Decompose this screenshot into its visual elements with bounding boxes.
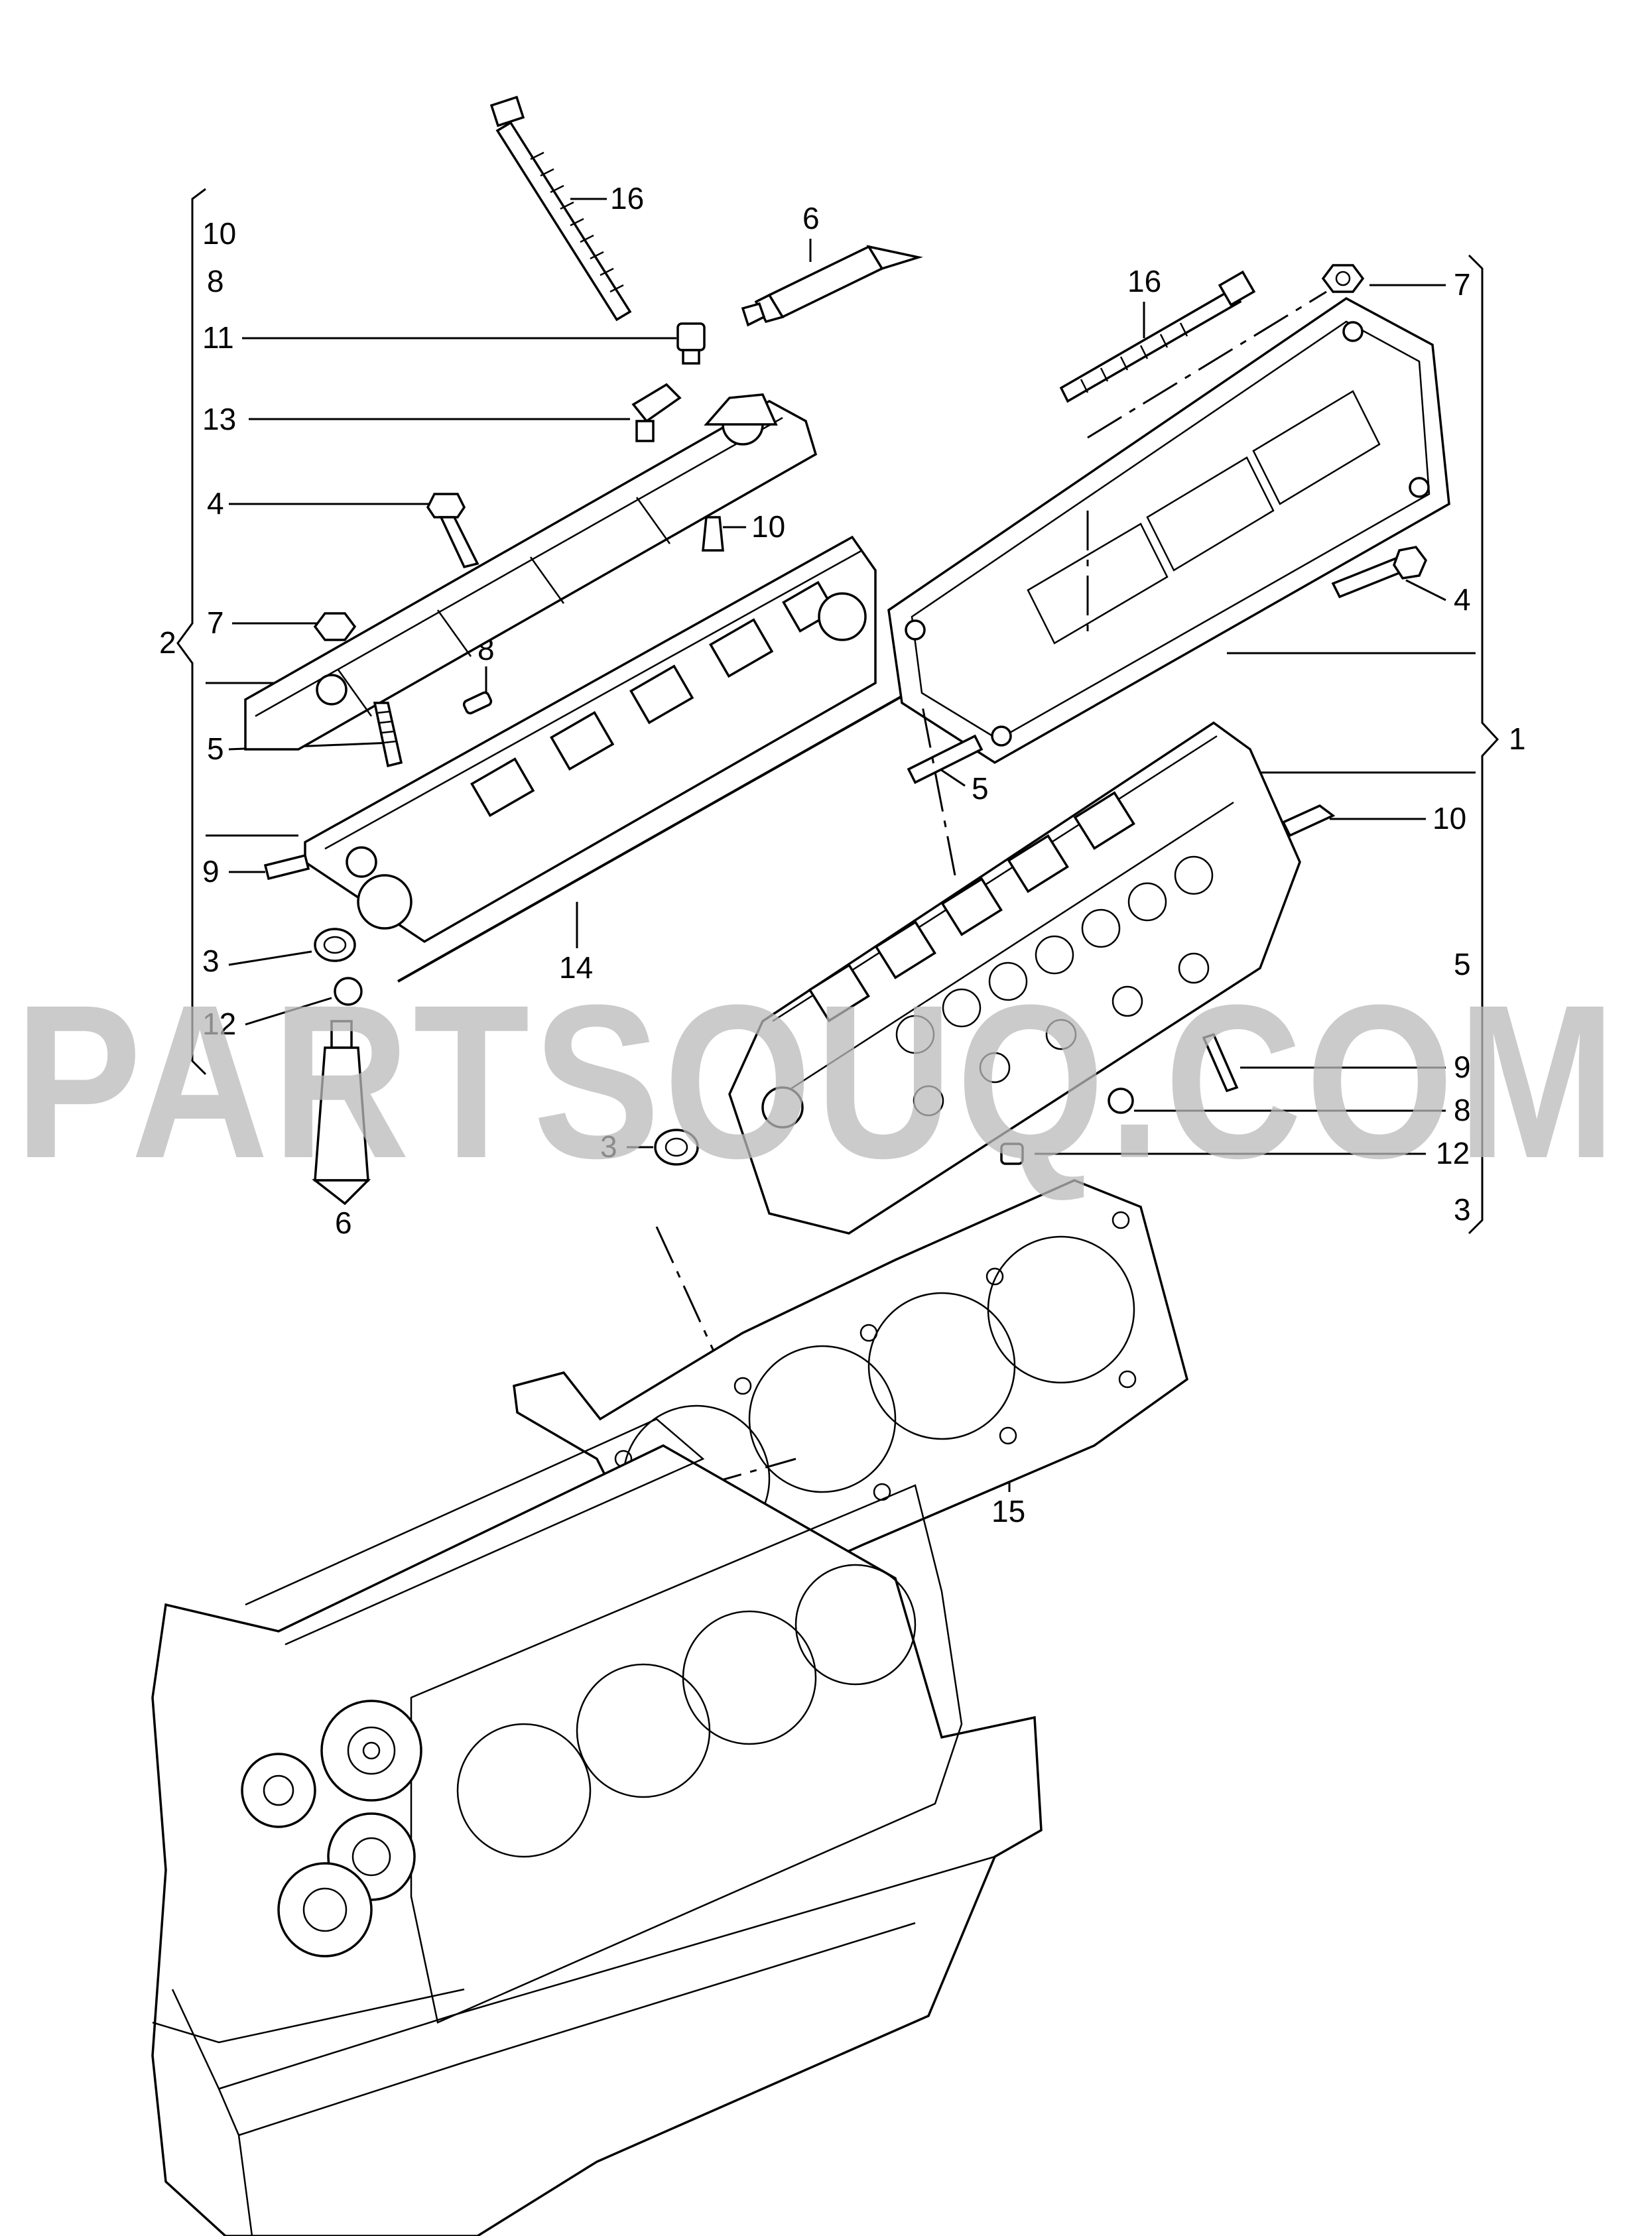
left-item-label-4: 4 [207, 486, 224, 521]
plug-12-left [334, 977, 363, 1006]
left-item-label-9: 9 [202, 854, 220, 889]
left-item-label-13: 13 [202, 402, 236, 436]
watermark: PARTSOUQ.COM [15, 959, 1620, 1204]
nut-7-left [313, 612, 357, 641]
right-item-label-7: 7 [1454, 267, 1471, 302]
bolt-16-right [1059, 270, 1256, 403]
left-item-label-10: 10 [202, 216, 236, 251]
seal-3-left [314, 928, 356, 962]
callout-10-dowel: 10 [751, 509, 785, 544]
left-item-label-3: 3 [202, 944, 220, 978]
right-item-label-10: 10 [1432, 801, 1466, 836]
sealant-tube-bottom [311, 1020, 371, 1206]
right-leader-lines [934, 284, 1476, 1155]
callout-16-right-bolt: 16 [1127, 264, 1161, 298]
cylinder-head-cover-right [887, 296, 1450, 765]
callout-14-gasket: 14 [559, 950, 593, 985]
callout-3-seal: 3 [600, 1129, 617, 1164]
pin-8 [462, 691, 493, 715]
left-item-label-7: 7 [207, 605, 224, 640]
seal-3-right [654, 1129, 699, 1166]
callout-15-head-gasket: 15 [991, 1494, 1025, 1528]
plug-12-right [1000, 1143, 1024, 1165]
bolt-4-right [1331, 546, 1428, 599]
dowel-10 [702, 516, 724, 552]
right-bracket [1468, 254, 1499, 1235]
sealant-tube-top [741, 245, 923, 327]
left-item-label-12: 12 [202, 1007, 236, 1041]
left-bracket [176, 188, 207, 1076]
right-item-label-5a: 5 [972, 771, 989, 806]
right-item-label-9: 9 [1454, 1050, 1471, 1084]
plug-11 [676, 322, 706, 365]
cylinder-head-left [304, 535, 903, 983]
right-item-label-8: 8 [1454, 1093, 1471, 1127]
engine-block [151, 1418, 1043, 2236]
sensor-13 [631, 383, 682, 442]
dowel-10-right [1281, 804, 1336, 838]
stud-5-left [373, 702, 403, 768]
left-bracket-label: 2 [159, 625, 176, 660]
cylinder-head-right [728, 721, 1301, 1235]
right-item-label-12: 12 [1436, 1136, 1470, 1170]
nut-7-right [1321, 264, 1365, 293]
right-item-label-4: 4 [1454, 582, 1471, 617]
bolt-4-left [426, 493, 479, 569]
left-item-label-11: 11 [202, 320, 234, 355]
callout-16-left-bolt: 16 [610, 181, 644, 216]
stud-9-right [1202, 1032, 1239, 1093]
stud-9-left [263, 853, 310, 881]
callout-6-sealant-tube: 6 [802, 201, 820, 235]
callout-6-tube-bottom: 6 [335, 1206, 352, 1240]
bolt-16-left [489, 95, 632, 322]
stud-5-right [907, 734, 984, 784]
left-item-label-8: 8 [207, 264, 224, 298]
left-item-label-5: 5 [207, 731, 224, 766]
right-item-label-3: 3 [1454, 1192, 1471, 1227]
right-item-label-5b: 5 [1454, 947, 1471, 981]
washer-8-right [1108, 1087, 1134, 1114]
right-bracket-label: 1 [1509, 721, 1526, 756]
cylinder-head-cover-left [244, 393, 818, 751]
